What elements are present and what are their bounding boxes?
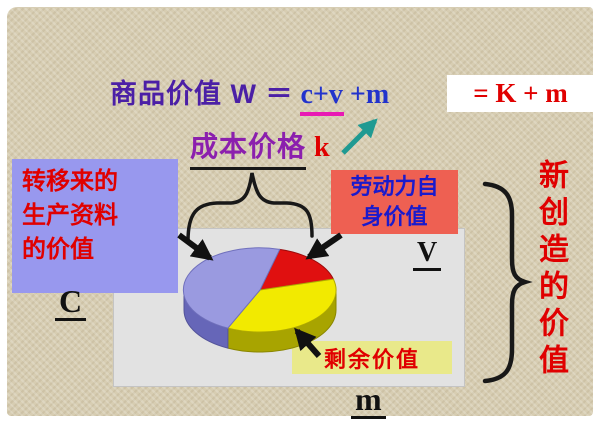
formula-row: 商品价值 W ＝ c+v +m [110, 72, 389, 116]
slide-background: 转移来的 生产资料 的价值 劳动力自 身价值 剩余价值 [7, 7, 594, 419]
label-c: C [55, 285, 87, 321]
new-value-vertical-text: 新创造的价值 [534, 159, 567, 381]
label-m: m [351, 383, 386, 419]
labor-value-box: 劳动力自 身价值 [331, 170, 458, 234]
new-value-brace [482, 181, 533, 384]
cost-price-text: 成本价格 [190, 125, 307, 170]
cost-price-symbol: k [314, 132, 330, 163]
transferred-value-box: 转移来的 生产资料 的价值 [12, 159, 178, 293]
label-v: V [413, 239, 442, 271]
formula-k-plus-m-box: = K + m [447, 75, 594, 112]
formula-vm: +m [349, 79, 390, 110]
cost-price-label: 成本价格 k [190, 125, 330, 170]
formula-lhs: 商品价值 W ＝ [110, 79, 294, 109]
cost-price-arrow [341, 118, 378, 155]
surplus-value-box: 剩余价值 [292, 341, 452, 374]
formula-cv-underlined: c+v [299, 79, 344, 116]
